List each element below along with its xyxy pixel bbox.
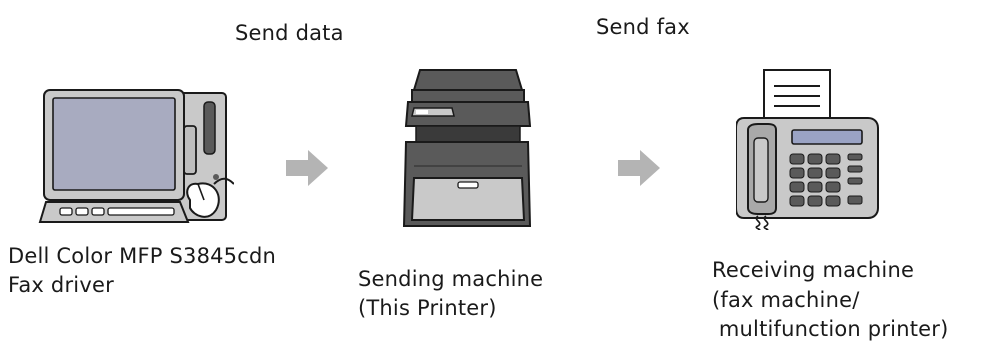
send-data-label: Send data bbox=[235, 21, 344, 45]
computer-icon bbox=[38, 89, 234, 223]
printer-icon bbox=[402, 69, 532, 227]
printer-label-line1: Sending machine bbox=[358, 267, 544, 291]
printer-label-line2: (This Printer) bbox=[358, 296, 497, 320]
arrow-right-icon-2 bbox=[618, 150, 660, 186]
computer-label-line1: Dell Color MFP S3845cdn bbox=[8, 244, 277, 268]
fax-label-line1: Receiving machine bbox=[712, 258, 915, 282]
fax-label-line3: multifunction printer) bbox=[712, 317, 949, 341]
computer-label-line2: Fax driver bbox=[8, 273, 114, 297]
fax-machine-icon bbox=[736, 69, 879, 230]
arrow-right-icon bbox=[286, 150, 328, 186]
send-fax-label: Send fax bbox=[596, 15, 690, 39]
fax-label-line2: (fax machine/ bbox=[712, 288, 860, 312]
